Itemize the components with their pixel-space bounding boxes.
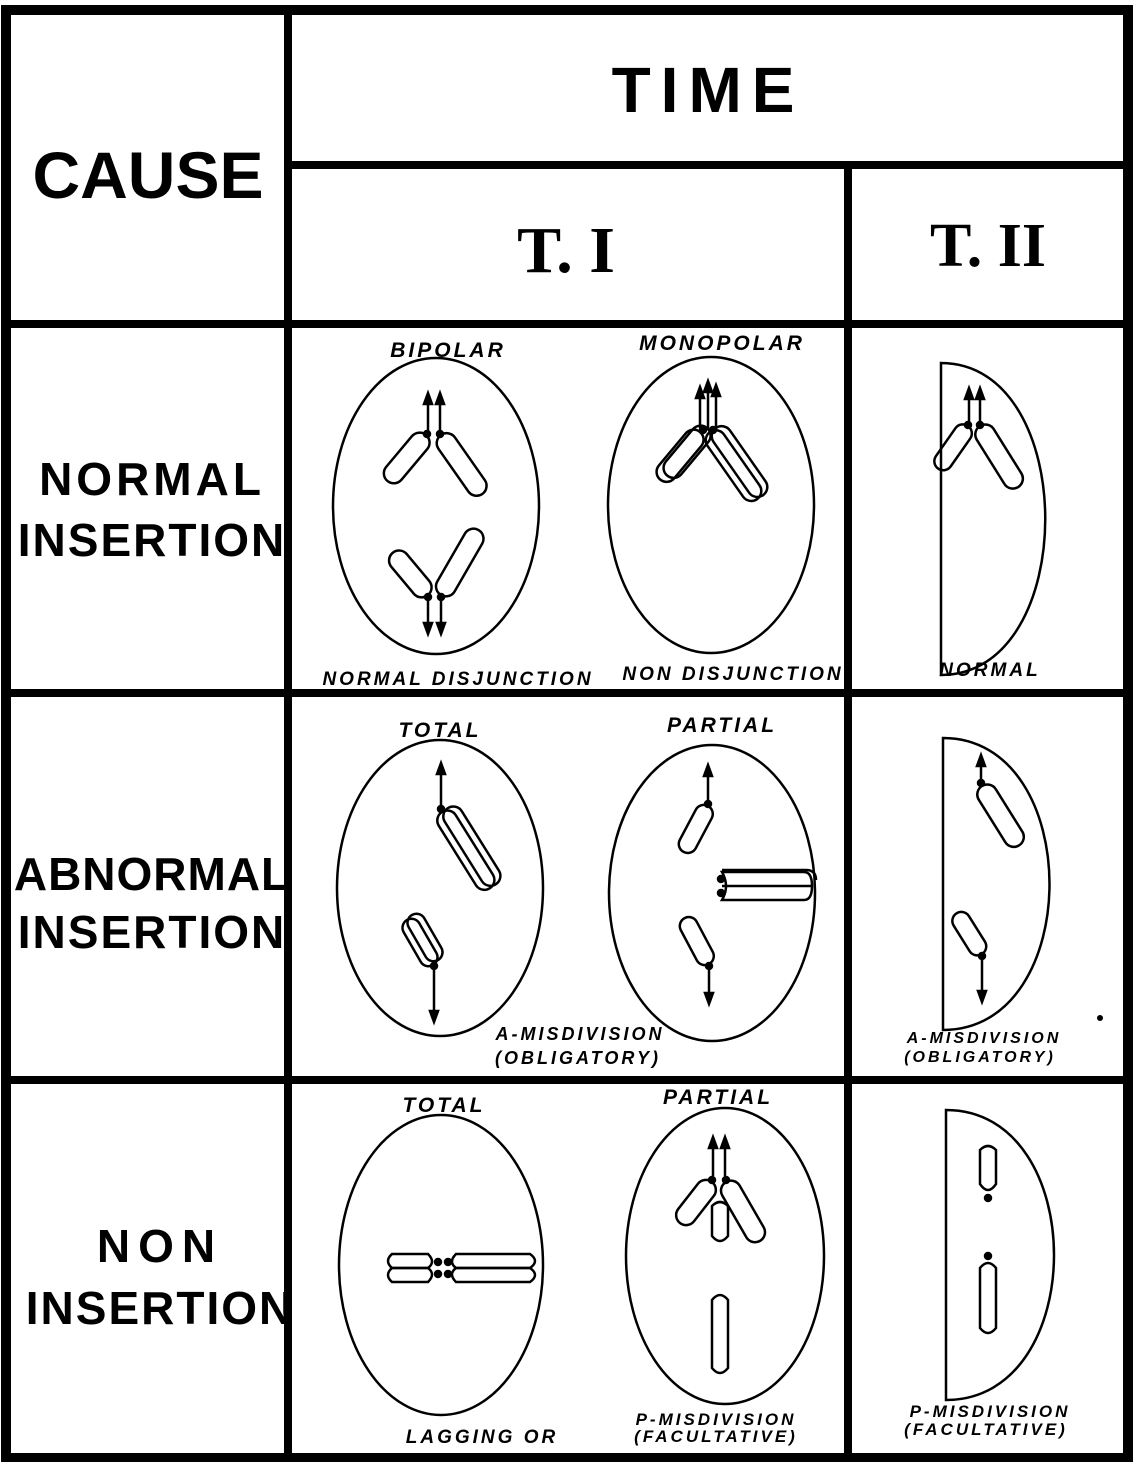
row3-cause-line1: NON — [97, 1220, 223, 1272]
row1-cause-line2: INSERTION — [18, 514, 286, 566]
row1-bipolar-cell — [333, 358, 539, 654]
row2-t2-misdivision-line1: A-MISDIVISION — [906, 1030, 1062, 1047]
row2-t1-misdivision-line2: (OBLIGATORY) — [495, 1048, 661, 1068]
row1-t2-normal-label: NORMAL — [939, 660, 1040, 681]
row2-cause-line1: ABNORMAL — [14, 848, 290, 900]
t1-header: T. I — [517, 214, 615, 287]
row2-t2-cell — [943, 738, 1050, 1030]
row3-t1-misdivision-line2: (FACULTATIVE) — [634, 1427, 798, 1446]
stray-speck — [1097, 1015, 1103, 1021]
row3-lagging-or-label: LAGGING OR — [406, 1427, 558, 1448]
row2-total-label: TOTAL — [398, 719, 481, 742]
time-header: TIME — [612, 54, 805, 126]
cause-header: CAUSE — [32, 138, 263, 212]
row3-partial-label: PARTIAL — [663, 1086, 773, 1109]
row3-total-label: TOTAL — [402, 1094, 485, 1117]
row1-monopolar-label: MONOPOLAR — [639, 332, 805, 355]
row3-cause-line2: INSERTION — [26, 1282, 294, 1334]
row1-cause-line1: NORMAL — [39, 453, 265, 505]
row3-partial-cell — [626, 1108, 824, 1404]
t2-header: T. II — [930, 212, 1046, 280]
row1-normal-disjunction-label: NORMAL DISJUNCTION — [322, 669, 593, 690]
row3-t2-misdivision-line1: P-MISDIVISION — [910, 1402, 1071, 1421]
row3-t2-misdivision-line2: (FACULTATIVE) — [904, 1420, 1068, 1439]
row1-non-disjunction-label: NON DISJUNCTION — [622, 664, 843, 685]
row3-t2-cell — [946, 1110, 1054, 1400]
row2-t1-misdivision-line1: A-MISDIVISION — [494, 1024, 664, 1044]
row1-t2-cell — [931, 363, 1045, 675]
row2-partial-label: PARTIAL — [667, 714, 777, 737]
row3-total-cell — [339, 1115, 543, 1415]
row2-cause-line2: INSERTION — [18, 906, 286, 958]
row1-monopolar-cell — [608, 357, 814, 653]
row2-t2-misdivision-line2: (OBLIGATORY) — [904, 1049, 1056, 1066]
row2-partial-cell — [609, 745, 816, 1041]
row2-total-cell — [337, 740, 543, 1036]
